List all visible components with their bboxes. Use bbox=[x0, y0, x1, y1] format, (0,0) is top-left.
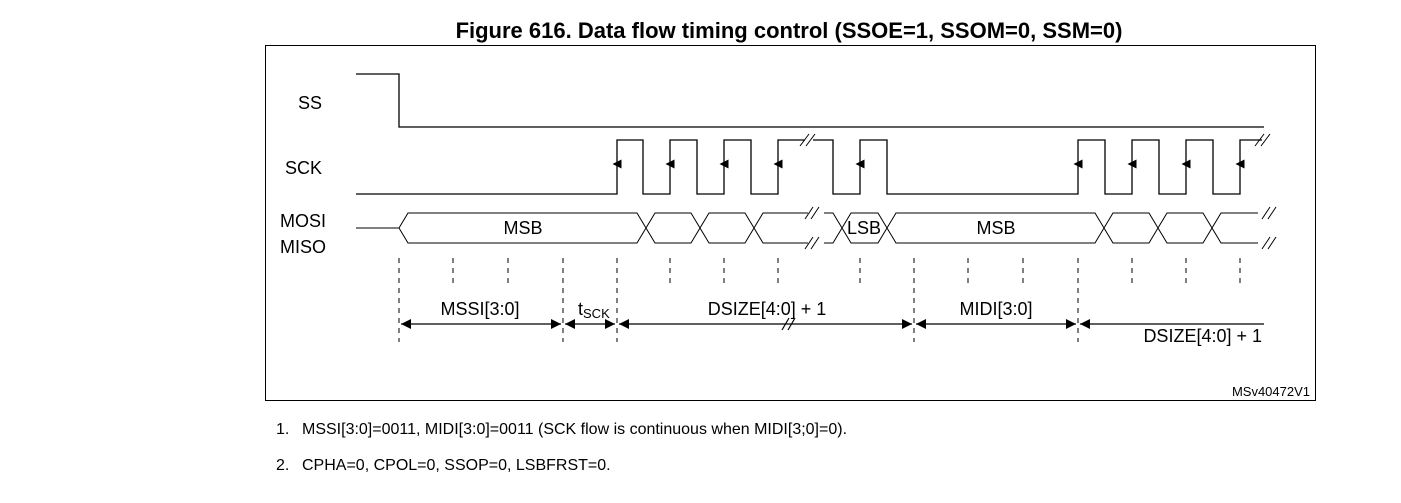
bus-label-lsb: LSB bbox=[847, 218, 881, 238]
sck-label: SCK bbox=[285, 158, 322, 178]
miso-label: MISO bbox=[280, 237, 326, 257]
mosi-miso-bus bbox=[356, 206, 1277, 250]
interval-midi: MIDI[3:0] bbox=[959, 299, 1032, 319]
timing-diagram: SS SCK MOSI MISO bbox=[280, 73, 1310, 399]
sck-waveform bbox=[356, 133, 1271, 195]
bus-label-msb-2: MSB bbox=[976, 218, 1015, 238]
interval-dsize-1: DSIZE[4:0] + 1 bbox=[708, 299, 827, 319]
ss-label: SS bbox=[298, 93, 322, 113]
interval-arrows bbox=[401, 317, 1264, 331]
interval-mssi: MSSI[3:0] bbox=[440, 299, 519, 319]
timing-guides bbox=[398, 258, 1241, 342]
mosi-label: MOSI bbox=[280, 211, 326, 231]
sck-edge-markers bbox=[612, 159, 1245, 176]
diagram-frame bbox=[265, 45, 1316, 401]
note-1: 1.MSSI[3:0]=0011, MIDI[3:0]=0011 (SCK fl… bbox=[276, 421, 848, 438]
interval-dsize-2: DSIZE[4:0] + 1 bbox=[1143, 326, 1262, 346]
interval-tsck: tSCK bbox=[578, 299, 610, 321]
figure-code: MSv40472V1 bbox=[1232, 384, 1310, 399]
note-2: 2.CPHA=0, CPOL=0, SSOP=0, LSBFRST=0. bbox=[276, 457, 611, 474]
figure-title: Figure 616. Data flow timing control (SS… bbox=[455, 18, 1123, 43]
ss-waveform bbox=[356, 73, 1264, 128]
bus-label-msb-1: MSB bbox=[503, 218, 542, 238]
